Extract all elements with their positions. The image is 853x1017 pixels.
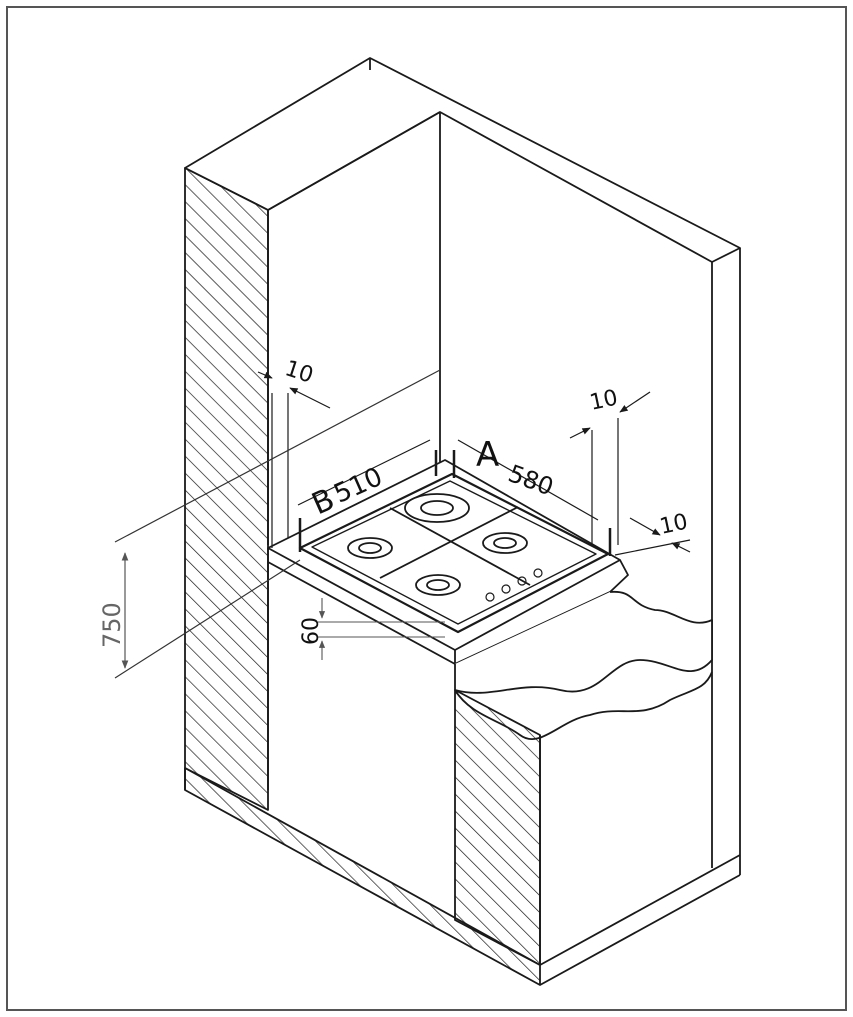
- thickness-label: 60: [299, 617, 324, 645]
- right-top-gap-label: 10: [588, 386, 621, 416]
- left-gap-label: 10: [282, 356, 316, 388]
- floor-plinth: [184, 767, 541, 986]
- gas-hob: [298, 472, 610, 634]
- burner-right: [482, 532, 528, 554]
- control-knobs: [485, 568, 543, 602]
- burner-front: [415, 574, 461, 596]
- countertop-break: [454, 591, 713, 694]
- height-label: 750: [98, 602, 126, 648]
- left-column: [184, 111, 441, 811]
- dim-a-value: 580: [505, 459, 558, 501]
- thickness-dimension: [318, 598, 445, 660]
- base-cabinet: [267, 562, 741, 986]
- burner-left: [347, 537, 393, 559]
- right-side-gap-label: 10: [658, 510, 691, 540]
- drawing-frame: [6, 6, 847, 1011]
- label-a: A: [476, 435, 499, 475]
- burner-rear: [404, 493, 470, 523]
